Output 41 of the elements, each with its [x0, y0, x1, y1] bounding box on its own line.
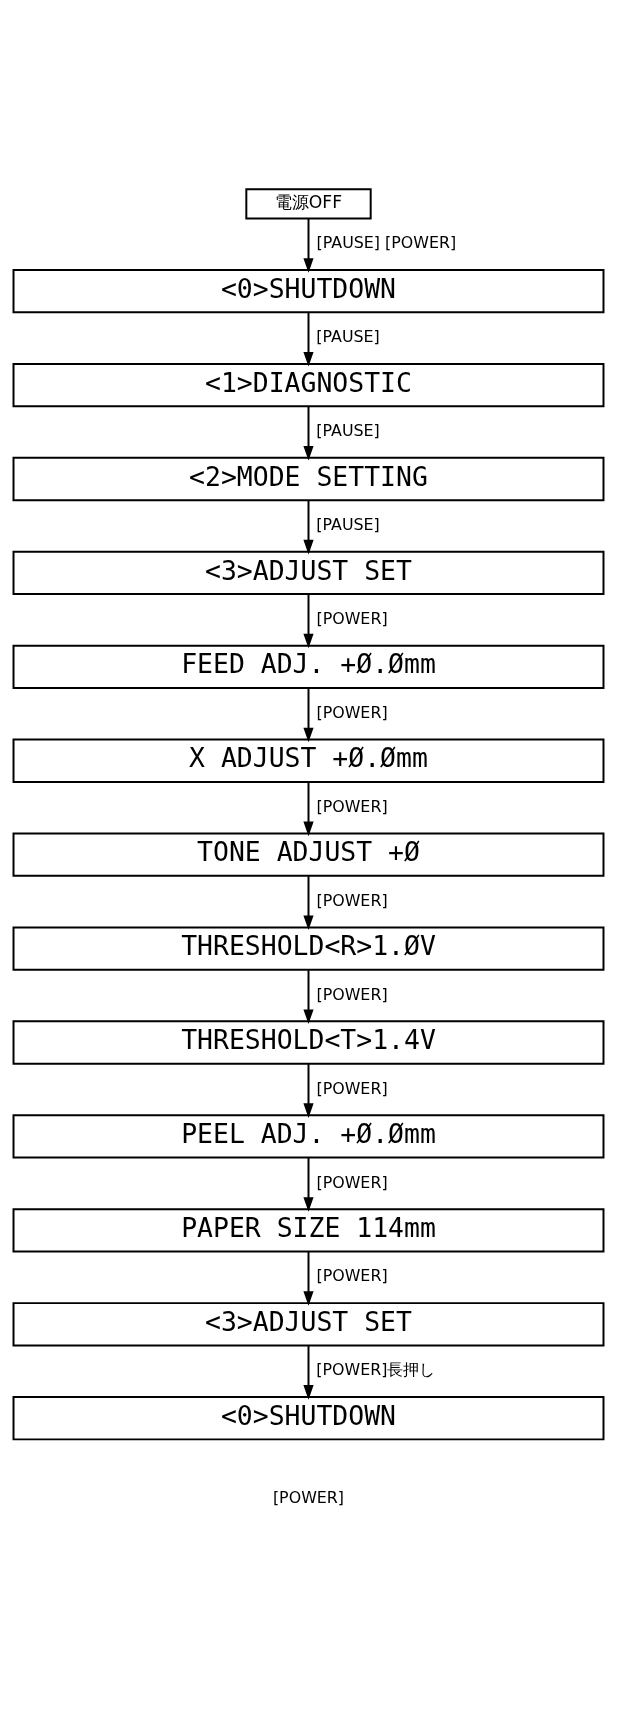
arrow: [303, 686, 314, 742]
node-box: <3>ADJUST SET: [12, 550, 605, 595]
node-box: THRESHOLD<T>1.4V: [12, 1019, 605, 1065]
arrow: [303, 968, 314, 1024]
edge-label: [POWER]: [316, 984, 388, 1004]
edge-label: [POWER]: [316, 796, 388, 816]
node-box: 電源OFF: [245, 187, 372, 219]
edge-label: [POWER]: [316, 1172, 388, 1191]
node-box: <3>ADJUST SET: [12, 1301, 605, 1346]
arrow: [303, 405, 314, 460]
node-box: TONE ADJUST +Ø: [12, 832, 605, 877]
arrow: [303, 1250, 314, 1306]
arrow: [303, 311, 314, 367]
arrow: [303, 780, 314, 836]
arrow: [303, 1062, 314, 1118]
arrow: [303, 874, 314, 930]
arrow: [303, 1344, 314, 1400]
node-box: <0>SHUTDOWN: [12, 1395, 605, 1440]
node-box: PEEL ADJ. +Ø.Ømm: [12, 1113, 605, 1159]
arrow: [303, 499, 314, 554]
arrow: [303, 1156, 314, 1212]
arrow: [303, 593, 314, 648]
label: [POWER]: [272, 1487, 345, 1507]
node-box: <2>MODE SETTING: [12, 456, 605, 501]
edge-label: [PAUSE]: [316, 514, 380, 534]
node-box: THRESHOLD<R>1.ØV: [12, 925, 605, 971]
node-box: <0>SHUTDOWN: [12, 268, 605, 313]
edge-label: [PAUSE]: [316, 420, 380, 440]
node-box: PAPER SIZE 114mm: [12, 1207, 605, 1252]
edge-label: [PAUSE] [POWER]: [316, 232, 457, 252]
edge-label: [POWER]: [316, 890, 388, 910]
edge-label: [POWER]: [316, 1078, 388, 1098]
edge-label: [POWER]: [316, 608, 388, 628]
edge-label: [POWER]長押し: [316, 1359, 436, 1379]
node-box: FEED ADJ. +Ø.Ømm: [12, 644, 605, 689]
edge-label: [POWER]: [316, 702, 388, 722]
node-box: X ADJUST +Ø.Ømm: [12, 738, 605, 783]
edge-label: [POWER]: [316, 1265, 388, 1285]
node-box: <1>DIAGNOSTIC: [12, 362, 605, 407]
edge-label: [PAUSE]: [316, 326, 380, 346]
arrow: [303, 216, 314, 273]
